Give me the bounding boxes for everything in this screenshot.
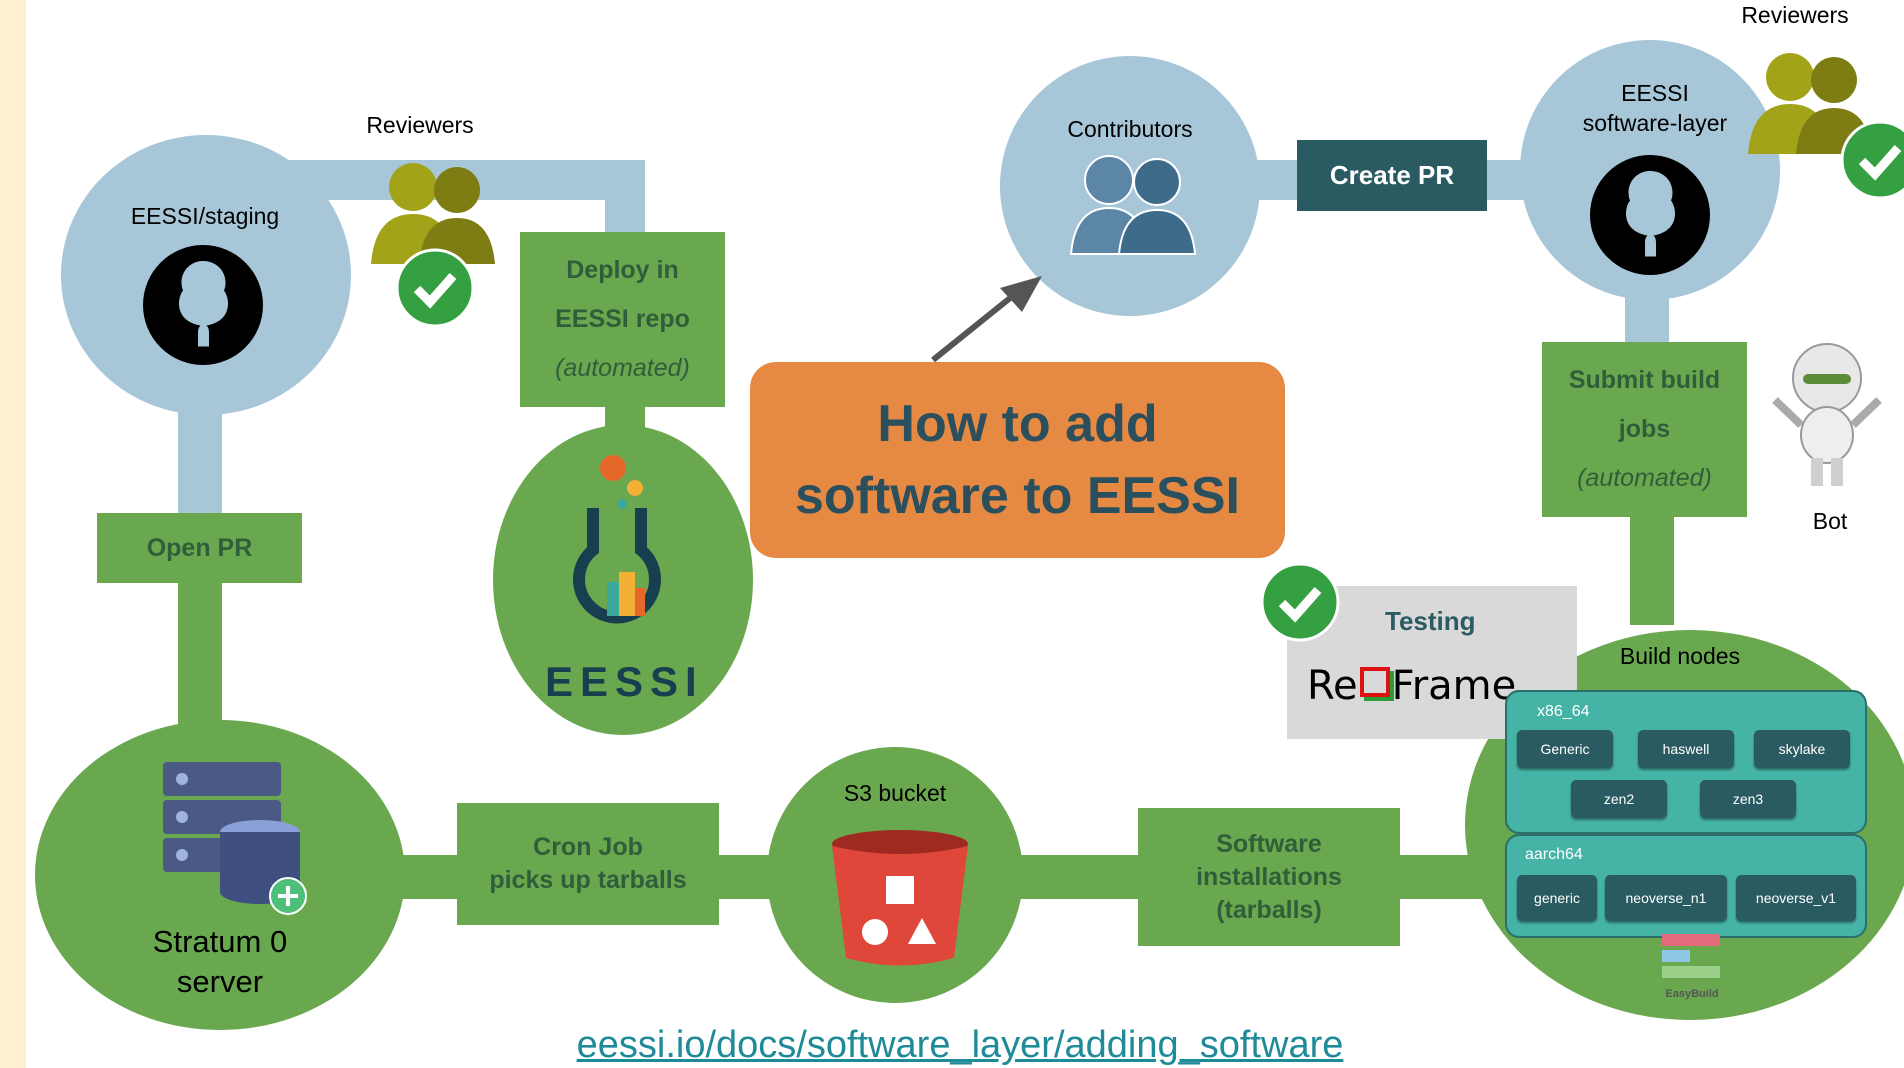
software-layer-line2: software-layer bbox=[1582, 110, 1728, 136]
submit-line1: Submit build bbox=[1568, 366, 1721, 394]
connector-deploy-top bbox=[605, 160, 645, 240]
docs-link[interactable]: eessi.io/docs/software_layer/adding_soft… bbox=[576, 1024, 1344, 1066]
stratum-label: Stratum 0 server bbox=[120, 922, 320, 1002]
software-inst-line2: installations bbox=[1196, 862, 1342, 891]
open-pr-box: Open PR bbox=[97, 513, 302, 583]
stratum-line1: Stratum 0 bbox=[152, 924, 288, 959]
submit-box: Submit build jobs (automated) bbox=[1542, 342, 1747, 517]
server-icon bbox=[163, 762, 307, 915]
reviewers-right-label: Reviewers bbox=[1741, 2, 1849, 28]
cron-line2: picks up tarballs bbox=[489, 866, 687, 894]
reviewers-left-icon bbox=[371, 163, 495, 264]
title-line2: software to EESSI bbox=[795, 467, 1240, 525]
deploy-line2: EESSI repo bbox=[555, 305, 690, 333]
s3-label: S3 bucket bbox=[843, 780, 947, 806]
reviewers-left-label: Reviewers bbox=[366, 112, 474, 138]
testing-label: Testing bbox=[1385, 606, 1476, 636]
submit-line3: (automated) bbox=[1577, 464, 1712, 492]
software-inst-line1: Software bbox=[1216, 829, 1322, 858]
software-inst-line3: (tarballs) bbox=[1216, 895, 1322, 924]
check-icon bbox=[1260, 562, 1340, 642]
x86-label: x86_64 bbox=[1537, 703, 1590, 720]
check-icon bbox=[1840, 120, 1904, 200]
check-icon bbox=[395, 248, 475, 328]
cron-box: Cron Job picks up tarballs bbox=[457, 803, 719, 925]
cron-line1: Cron Job bbox=[533, 833, 643, 861]
submit-line2: jobs bbox=[1618, 415, 1671, 443]
software-layer-line1: EESSI bbox=[1621, 80, 1689, 106]
aarch64-label: aarch64 bbox=[1525, 846, 1583, 863]
node-zen2: zen2 bbox=[1571, 780, 1667, 818]
s3-bucket-icon bbox=[832, 830, 968, 966]
reframe-logo: Re Frame bbox=[1307, 663, 1516, 709]
software-installations-box: Software installations (tarballs) bbox=[1138, 808, 1400, 946]
title-line1: How to add bbox=[877, 395, 1158, 453]
node-generic-arm: generic bbox=[1517, 875, 1597, 921]
left-margin-strip bbox=[0, 0, 26, 1068]
node-generic: Generic bbox=[1517, 730, 1613, 768]
software-layer-label: EESSI software-layer bbox=[1560, 78, 1750, 138]
connector-openpr-down bbox=[178, 580, 222, 740]
node-haswell: haswell bbox=[1638, 730, 1734, 768]
reframe-logo-pre: Re bbox=[1307, 663, 1358, 709]
node-zen3: zen3 bbox=[1700, 780, 1796, 818]
reframe-mark-icon bbox=[1359, 667, 1390, 697]
eessi-logo-text: EESSI bbox=[545, 658, 704, 705]
easybuild-label: EasyBuild bbox=[1665, 988, 1719, 1000]
node-neoverse-v1: neoverse_v1 bbox=[1736, 875, 1856, 921]
github-icon bbox=[143, 245, 263, 365]
deploy-line1: Deploy in bbox=[566, 256, 679, 284]
easybuild-icon bbox=[1662, 934, 1720, 978]
arrow-head bbox=[1000, 276, 1042, 312]
create-pr-box: Create PR bbox=[1297, 140, 1487, 211]
node-neoverse-n1: neoverse_n1 bbox=[1605, 875, 1727, 921]
deploy-box: Deploy in EESSI repo (automated) bbox=[520, 232, 725, 407]
title-box: How to add software to EESSI bbox=[750, 362, 1285, 558]
node-skylake: skylake bbox=[1754, 730, 1850, 768]
arrow-line bbox=[931, 287, 1022, 363]
bot-label: Bot bbox=[1812, 508, 1848, 534]
stratum-line2: server bbox=[176, 964, 264, 999]
github-icon bbox=[1590, 155, 1710, 275]
staging-label: EESSI/staging bbox=[130, 203, 280, 229]
deploy-line3: (automated) bbox=[555, 354, 690, 382]
eessi-logo-icon bbox=[573, 455, 661, 624]
contributors-icon bbox=[1069, 155, 1197, 255]
contributors-label: Contributors bbox=[1067, 116, 1193, 142]
bot-icon bbox=[1772, 343, 1882, 486]
build-nodes-label: Build nodes bbox=[1619, 643, 1741, 669]
connector-submit-down bbox=[1630, 515, 1674, 625]
reframe-logo-post: Frame bbox=[1391, 663, 1517, 709]
